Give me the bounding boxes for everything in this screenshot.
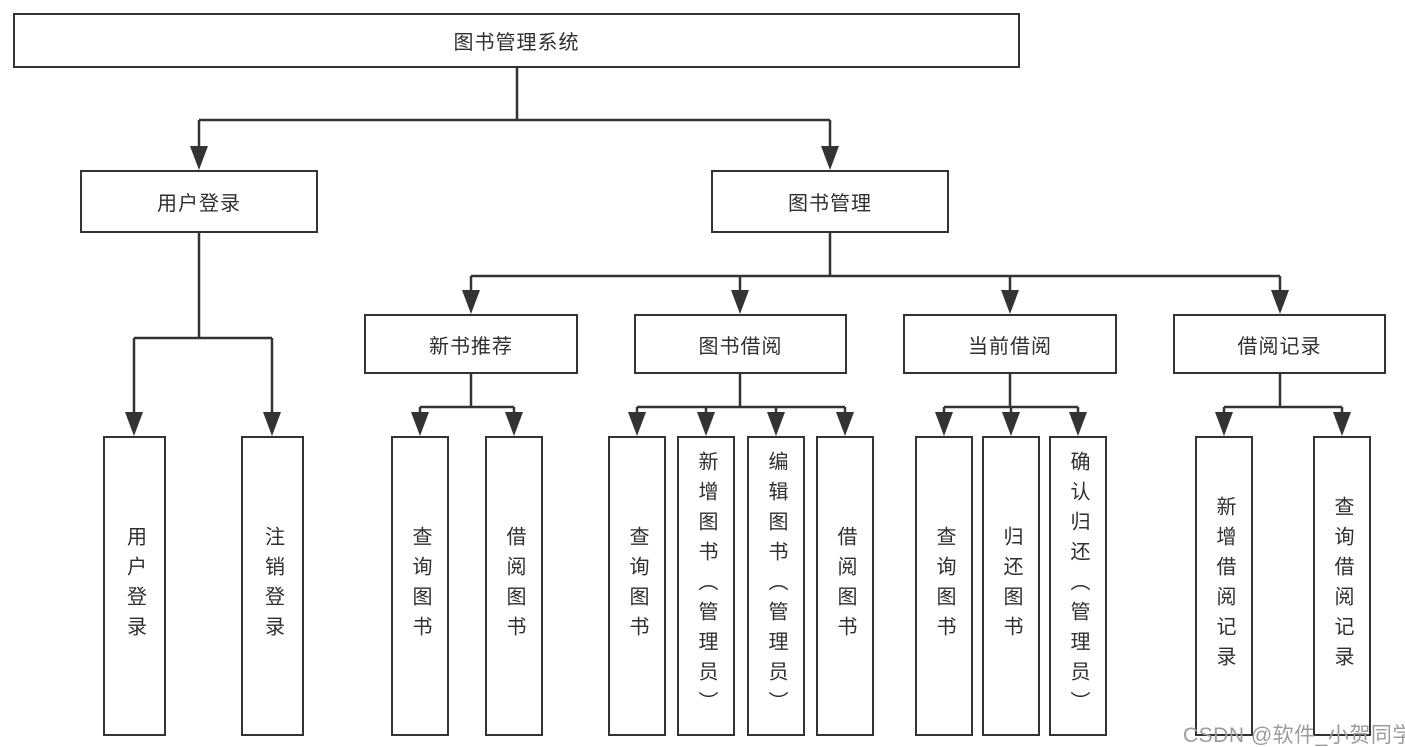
node-label: 图书管理系统 — [453, 32, 580, 54]
watermark: CSDN @软件_小贺同学 — [1183, 724, 1405, 747]
arrowhead-icon — [1333, 412, 1351, 436]
node-label: 新增图书（管理员） — [695, 451, 717, 721]
connector-lines — [132, 68, 1344, 414]
node-label: 当前借阅 — [968, 335, 1052, 358]
leaf-user-login: 用户登录 — [103, 436, 166, 736]
arrowhead-icon — [628, 412, 646, 436]
node-book-borrowing: 图书借阅 — [634, 314, 847, 374]
node-label: 查询借阅记录 — [1331, 496, 1353, 676]
node-new-book-recommend: 新书推荐 — [364, 314, 578, 374]
arrowhead-icon — [1215, 412, 1233, 436]
leaf-logout: 注销登录 — [241, 436, 304, 736]
arrowhead-icon — [1271, 290, 1289, 314]
arrowhead-icon — [505, 412, 523, 436]
node-label: 编辑图书（管理员） — [765, 451, 787, 721]
node-label: 新书推荐 — [429, 335, 513, 358]
node-label: 查询图书 — [409, 526, 431, 646]
node-library-system: 图书管理系统 — [13, 13, 1020, 68]
arrowhead-icon — [821, 146, 839, 170]
arrowhead-icon — [836, 412, 854, 436]
node-label: 查询图书 — [933, 526, 955, 646]
leaf-query-books-current: 查询图书 — [915, 436, 973, 736]
node-label: 图书管理 — [788, 193, 872, 215]
arrowheads — [125, 146, 1351, 436]
arrowhead-icon — [767, 412, 785, 436]
node-label: 用户登录 — [123, 526, 146, 646]
arrowhead-icon — [263, 412, 281, 436]
edge-bookmgmt-split — [469, 233, 1282, 292]
node-book-management: 图书管理 — [711, 170, 949, 233]
edge-current-split — [942, 374, 1080, 414]
arrowhead-icon — [697, 412, 715, 436]
arrowhead-icon — [411, 412, 429, 436]
node-label: 查询图书 — [626, 526, 648, 646]
arrowhead-icon — [125, 412, 143, 436]
leaf-borrow-books-recommend: 借阅图书 — [485, 436, 543, 736]
leaf-add-book-admin: 新增图书（管理员） — [677, 436, 735, 736]
leaf-query-borrow-record: 查询借阅记录 — [1313, 436, 1371, 736]
node-label: 用户登录 — [157, 193, 241, 215]
node-label: 图书借阅 — [698, 335, 783, 358]
leaf-borrow-book: 借阅图书 — [816, 436, 874, 736]
node-label: 新增借阅记录 — [1213, 496, 1235, 676]
node-label: 归还图书 — [1000, 526, 1022, 646]
arrowhead-icon — [1001, 290, 1019, 314]
node-label: 注销登录 — [261, 526, 284, 646]
leaf-query-books-recommend: 查询图书 — [391, 436, 449, 736]
leaf-return-book: 归还图书 — [982, 436, 1040, 736]
arrowhead-icon — [1069, 412, 1087, 436]
leaf-confirm-return-admin: 确认归还（管理员） — [1049, 436, 1107, 736]
node-label: 确认归还（管理员） — [1067, 451, 1089, 721]
edge-root-split — [197, 68, 832, 148]
arrowhead-icon — [731, 290, 749, 314]
node-label: 借阅记录 — [1237, 335, 1322, 358]
arrowhead-icon — [190, 146, 208, 170]
node-current-borrowing: 当前借阅 — [903, 314, 1117, 374]
arrowhead-icon — [935, 412, 953, 436]
node-label: 借阅图书 — [503, 526, 525, 646]
edge-recommend-split — [418, 374, 516, 414]
edge-records-split — [1222, 374, 1344, 414]
leaf-query-books-borrowing: 查询图书 — [608, 436, 666, 736]
arrowhead-icon — [462, 290, 480, 314]
leaf-add-borrow-record: 新增借阅记录 — [1195, 436, 1253, 736]
node-label: 借阅图书 — [834, 526, 856, 646]
node-borrowing-records: 借阅记录 — [1173, 314, 1386, 374]
leaf-edit-book-admin: 编辑图书（管理员） — [747, 436, 805, 736]
node-user-login: 用户登录 — [80, 170, 318, 233]
edge-borrowing-split — [635, 374, 847, 414]
arrowhead-icon — [1002, 412, 1020, 436]
edge-userlogin-split — [132, 233, 274, 414]
